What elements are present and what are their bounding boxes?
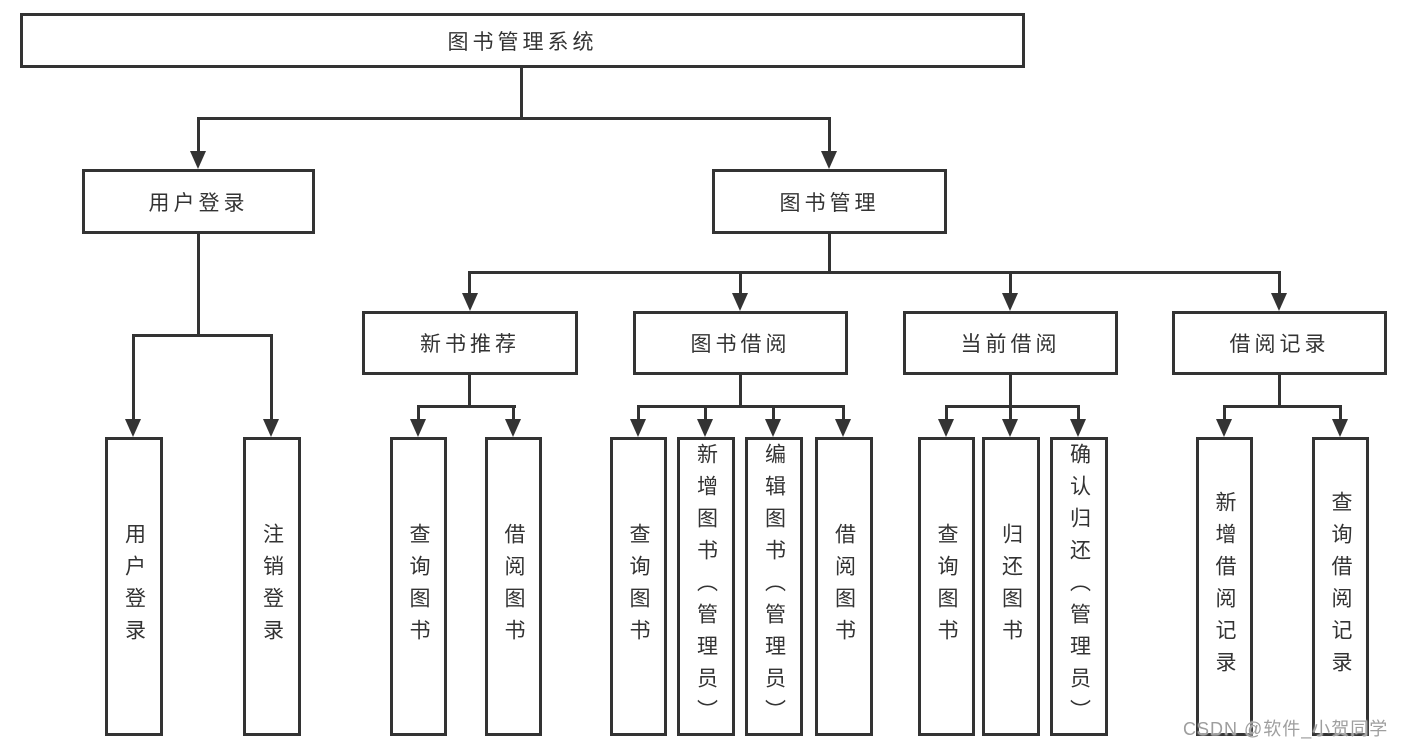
connector-line	[132, 334, 273, 337]
arrowhead-down-icon	[1070, 419, 1086, 437]
connector-line	[270, 334, 273, 420]
arrowhead-down-icon	[462, 293, 478, 311]
connector-line	[1339, 405, 1342, 421]
arrowhead-down-icon	[765, 419, 781, 437]
connector-line	[468, 271, 471, 295]
node-br-add-record: 新增借阅记录	[1196, 437, 1253, 736]
node-borrowing-records: 借阅记录	[1172, 311, 1387, 375]
connector-line	[1009, 271, 1012, 295]
connector-line	[468, 375, 471, 408]
connector-line	[945, 405, 1080, 408]
connector-line	[637, 405, 640, 421]
arrowhead-down-icon	[835, 419, 851, 437]
node-book-borrowing-label: 图书借阅	[690, 333, 791, 356]
arrowhead-down-icon	[1332, 419, 1348, 437]
node-library-system: 图书管理系统	[20, 13, 1025, 68]
connector-line	[704, 405, 707, 421]
node-current-borrowing-label: 当前借阅	[960, 333, 1061, 356]
connector-line	[739, 375, 742, 408]
node-nb-borrow-books-label: 借阅图书	[502, 522, 525, 651]
connector-line	[512, 405, 515, 421]
connector-line	[739, 271, 742, 295]
node-bb-query-books: 查询图书	[610, 437, 667, 736]
node-logout: 注销登录	[243, 437, 301, 736]
connector-line	[1009, 375, 1012, 408]
csdn-watermark: CSDN @软件_小贺同学	[1183, 719, 1389, 739]
arrowhead-down-icon	[821, 151, 837, 169]
connector-line	[945, 405, 948, 421]
connector-line	[417, 405, 516, 408]
arrowhead-down-icon	[190, 151, 206, 169]
node-bb-edit-books-admin-label: 编辑图书（管理员）	[762, 442, 786, 731]
node-library-system-label: 图书管理系统	[447, 30, 598, 54]
connector-line	[828, 117, 831, 153]
arrowhead-down-icon	[697, 419, 713, 437]
node-cb-return-books-label: 归还图书	[999, 522, 1023, 651]
node-cb-query-books: 查询图书	[918, 437, 975, 736]
arrowhead-down-icon	[938, 419, 954, 437]
node-br-add-record-label: 新增借阅记录	[1213, 490, 1236, 683]
node-bb-add-books-admin: 新增图书（管理员）	[677, 437, 735, 736]
connector-line	[132, 334, 135, 420]
node-borrowing-records-label: 借阅记录	[1229, 333, 1330, 356]
connector-line	[1278, 375, 1281, 408]
node-cb-confirm-return-admin-label: 确认归还（管理员）	[1067, 442, 1091, 731]
node-bb-query-books-label: 查询图书	[627, 522, 650, 651]
connector-line	[417, 405, 420, 421]
node-book-management-label: 图书管理	[779, 191, 880, 215]
connector-line	[468, 271, 1280, 274]
arrowhead-down-icon	[125, 419, 141, 437]
arrowhead-down-icon	[263, 419, 279, 437]
connector-line	[197, 117, 831, 120]
connector-line	[1077, 405, 1080, 421]
arrowhead-down-icon	[732, 293, 748, 311]
node-bb-borrow-books: 借阅图书	[815, 437, 873, 736]
node-user-login-leaf-label: 用户登录	[122, 522, 146, 651]
connector-line	[828, 234, 831, 272]
arrowhead-down-icon	[1216, 419, 1232, 437]
connector-line	[1278, 271, 1281, 295]
node-user-login: 用户登录	[82, 169, 315, 234]
arrowhead-down-icon	[505, 419, 521, 437]
arrowhead-down-icon	[630, 419, 646, 437]
connector-line	[637, 405, 845, 408]
connector-line	[1009, 405, 1012, 421]
connector-line	[520, 66, 523, 118]
node-nb-borrow-books: 借阅图书	[485, 437, 542, 736]
node-cb-return-books: 归还图书	[982, 437, 1040, 736]
node-bb-edit-books-admin: 编辑图书（管理员）	[745, 437, 803, 736]
connector-line	[1223, 405, 1342, 408]
connector-line	[197, 234, 200, 337]
node-br-query-record: 查询借阅记录	[1312, 437, 1369, 736]
node-nb-query-books: 查询图书	[390, 437, 447, 736]
arrowhead-down-icon	[410, 419, 426, 437]
connector-line	[842, 405, 845, 421]
node-logout-label: 注销登录	[260, 522, 284, 651]
node-current-borrowing: 当前借阅	[903, 311, 1118, 375]
arrowhead-down-icon	[1271, 293, 1287, 311]
node-nb-query-books-label: 查询图书	[407, 522, 430, 651]
node-cb-confirm-return-admin: 确认归还（管理员）	[1050, 437, 1108, 736]
node-cb-query-books-label: 查询图书	[935, 522, 958, 651]
node-br-query-record-label: 查询借阅记录	[1329, 490, 1352, 683]
node-new-book-recommendation-label: 新书推荐	[420, 333, 520, 356]
node-user-login-label: 用户登录	[148, 191, 249, 215]
connector-line	[772, 405, 775, 421]
node-book-management: 图书管理	[712, 169, 947, 234]
node-bb-add-books-admin-label: 新增图书（管理员）	[694, 442, 718, 731]
arrowhead-down-icon	[1002, 419, 1018, 437]
node-bb-borrow-books-label: 借阅图书	[832, 522, 856, 651]
connector-line	[197, 117, 200, 153]
node-book-borrowing: 图书借阅	[633, 311, 848, 375]
node-user-login-leaf: 用户登录	[105, 437, 163, 736]
connector-line	[1223, 405, 1226, 421]
node-new-book-recommendation: 新书推荐	[362, 311, 578, 375]
arrowhead-down-icon	[1002, 293, 1018, 311]
